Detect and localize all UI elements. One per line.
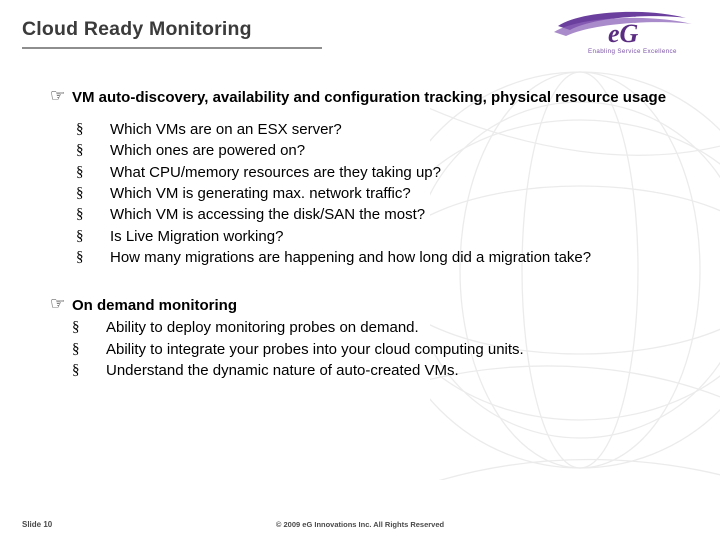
svg-text:eG: eG bbox=[608, 19, 639, 48]
slide-number: Slide 10 bbox=[22, 520, 53, 529]
bullet-heading-2-text: On demand monitoring bbox=[72, 297, 237, 315]
bullet-heading-1: ☞ VM auto-discovery, availability and co… bbox=[50, 86, 672, 107]
section-bullet-icon: § bbox=[76, 227, 84, 244]
list-item: § Is Live Migration working? bbox=[76, 226, 710, 247]
pointing-hand-icon: ☞ bbox=[50, 86, 66, 106]
bullet-heading-2: ☞ On demand monitoring bbox=[50, 294, 672, 315]
list-item-text: Which VMs are on an ESX server? bbox=[110, 121, 342, 139]
list-item-text: Which VM is accessing the disk/SAN the m… bbox=[110, 206, 426, 224]
list-item-text: Which ones are powered on? bbox=[110, 142, 306, 160]
bullet-heading-1-text: VM auto-discovery, availability and conf… bbox=[72, 89, 667, 106]
section-bullet-icon: § bbox=[72, 362, 80, 379]
section-bullet-icon: § bbox=[76, 121, 84, 138]
section-bullet-icon: § bbox=[76, 185, 84, 202]
list-item: § Understand the dynamic nature of auto-… bbox=[72, 360, 706, 381]
section-bullet-icon: § bbox=[76, 206, 84, 223]
list-item-text: Understand the dynamic nature of auto-cr… bbox=[106, 362, 459, 380]
page-title: Cloud Ready Monitoring bbox=[22, 18, 252, 40]
title-underline bbox=[22, 47, 322, 49]
list-item: § What CPU/memory resources are they tak… bbox=[76, 162, 710, 183]
list-item-text: Ability to deploy monitoring probes on d… bbox=[106, 319, 419, 337]
list-item: § Ability to deploy monitoring probes on… bbox=[72, 317, 706, 338]
slide-body: ☞ VM auto-discovery, availability and co… bbox=[0, 62, 720, 502]
list-item: § Which VMs are on an ESX server? bbox=[76, 119, 710, 140]
section-bullet-icon: § bbox=[76, 163, 84, 180]
list-item: § Which ones are powered on? bbox=[76, 140, 710, 161]
list-item: § Which VM is accessing the disk/SAN the… bbox=[76, 204, 710, 225]
eg-logo: eG Enabling Service Excellence bbox=[552, 8, 702, 58]
copyright-notice: © 2009 eG Innovations Inc. All Rights Re… bbox=[275, 520, 445, 529]
sub-bullet-list-1: § Which VMs are on an ESX server? § Whic… bbox=[0, 119, 720, 268]
list-item: § How many migrations are happening and … bbox=[76, 247, 710, 268]
list-item-text: How many migrations are happening and ho… bbox=[110, 248, 592, 266]
section-bullet-icon: § bbox=[72, 340, 80, 357]
list-item: § Which VM is generating max. network tr… bbox=[76, 183, 710, 204]
list-item: § Ability to integrate your probes into … bbox=[72, 339, 706, 360]
section-bullet-icon: § bbox=[76, 248, 84, 265]
list-item-text: Is Live Migration working? bbox=[110, 227, 284, 245]
list-item-text: Which VM is generating max. network traf… bbox=[110, 185, 411, 203]
section-bullet-icon: § bbox=[76, 142, 84, 159]
pointing-hand-icon: ☞ bbox=[50, 294, 66, 315]
list-item-text: Ability to integrate your probes into yo… bbox=[106, 340, 524, 358]
svg-text:Enabling Service Excellence: Enabling Service Excellence bbox=[588, 48, 677, 55]
section-bullet-icon: § bbox=[72, 319, 80, 336]
sub-bullet-list-2: § Ability to deploy monitoring probes on… bbox=[0, 317, 720, 381]
list-item-text: What CPU/memory resources are they takin… bbox=[110, 163, 441, 181]
